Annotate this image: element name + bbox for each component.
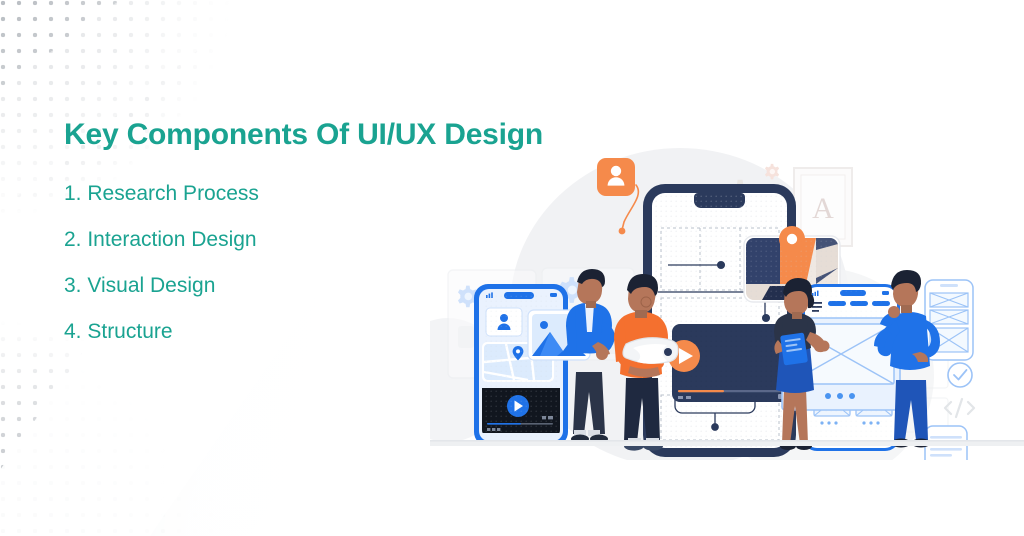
person-orange-shirt [614, 274, 679, 451]
list-item: 3. Visual Design [64, 273, 216, 297]
code-tag-icon [943, 397, 976, 419]
map-pin-icon [779, 226, 805, 261]
checkmark-icon [947, 362, 973, 388]
central-phone [643, 184, 796, 457]
poster-letter: A [812, 192, 834, 225]
key-components-list: 1. Research Process 2. Interaction Desig… [64, 183, 584, 342]
video-player-card [672, 324, 787, 402]
list-item: 1. Research Process [64, 181, 259, 205]
list-item: 4. Structure [64, 319, 173, 343]
uiux-illustration: A [430, 140, 1024, 460]
ground-line [430, 440, 1024, 446]
list-item: 2. Interaction Design [64, 227, 257, 251]
typography-poster: A [793, 167, 853, 247]
person-blue-dress [774, 278, 830, 450]
user-avatar-badge [597, 158, 640, 235]
handheld-tablet [780, 332, 808, 366]
white-device [622, 337, 679, 364]
left-phone-map [474, 284, 591, 446]
page-title: Key Components Of UI/UX Design [64, 118, 544, 151]
text-column: Key Components Of UI/UX Design 1. Resear… [64, 118, 584, 342]
person-icon [607, 165, 625, 186]
